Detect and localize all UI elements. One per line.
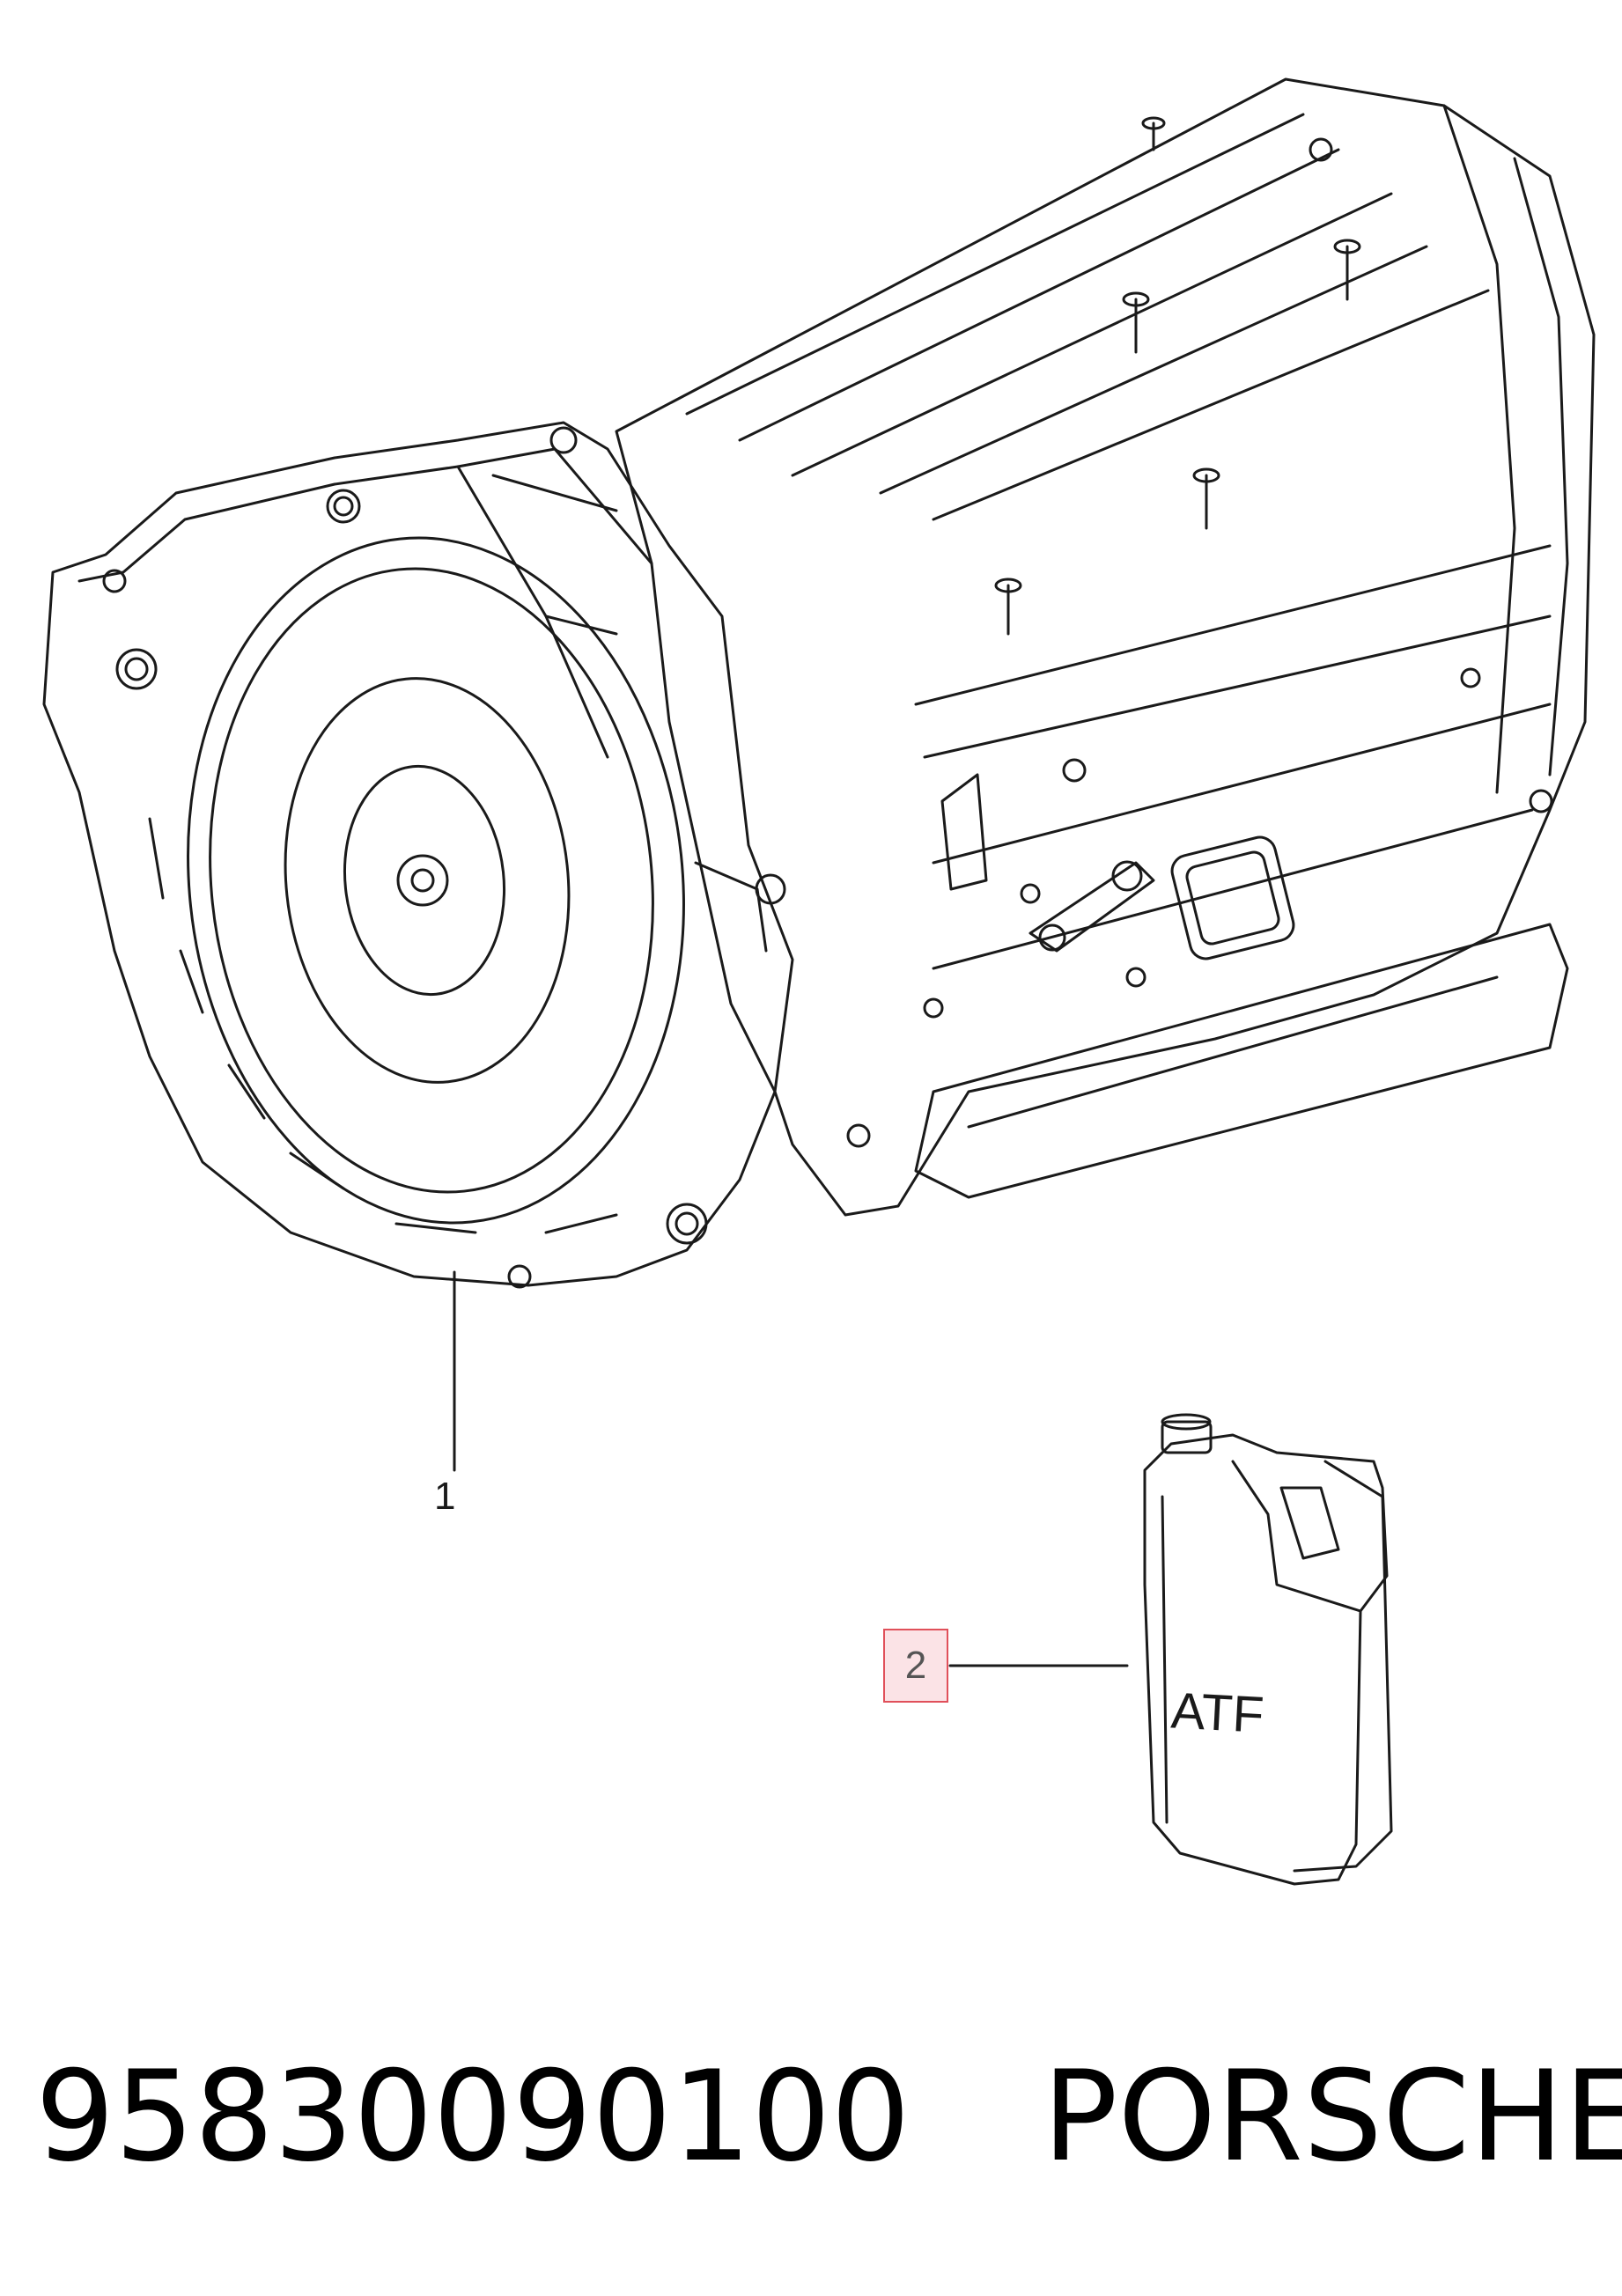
case-studs xyxy=(846,116,1553,1148)
callout-1: 1 xyxy=(434,1475,456,1518)
bell-housing-bolt-holes xyxy=(102,426,786,1289)
torque-converter xyxy=(187,536,685,1225)
automatic-transmission xyxy=(42,77,1596,1289)
part-caption: 95830090100 PORSCHE xyxy=(35,2044,1622,2189)
callout-2-highlight: 2 xyxy=(883,1629,948,1703)
atf-container xyxy=(1143,1413,1393,1886)
atf-container-label: ATF xyxy=(1169,1682,1265,1743)
brand-name: PORSCHE xyxy=(1042,2044,1622,2189)
part-number: 95830090100 xyxy=(35,2044,911,2189)
